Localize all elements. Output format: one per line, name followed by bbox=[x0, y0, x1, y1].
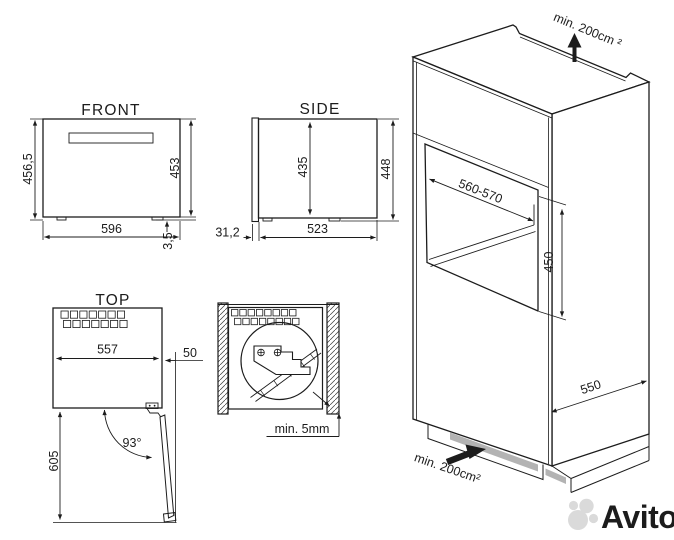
top-door-hinge bbox=[145, 402, 161, 417]
detail-cabinet-wall-right bbox=[326, 302, 340, 415]
cabinet-niche-height-label: 450 bbox=[542, 252, 556, 273]
side-door-thickness-label: 31,2 bbox=[215, 226, 239, 240]
side-view-title: SIDE bbox=[300, 101, 341, 118]
watermark-logo-circle-large bbox=[568, 510, 588, 530]
cabinet-top-vent-label: min. 200cm ² bbox=[551, 10, 623, 51]
detail-cabinet-wall-left bbox=[217, 302, 229, 415]
front-overall-height-label: 456,5 bbox=[21, 153, 35, 184]
top-door-angle-label: 93° bbox=[123, 436, 142, 450]
side-depth-label: 523 bbox=[307, 222, 328, 236]
front-width-label: 596 bbox=[101, 222, 122, 236]
top-view: TOP 557 bbox=[47, 292, 203, 523]
top-vent-grid bbox=[60, 310, 128, 328]
detail-gap-dimension bbox=[266, 414, 340, 437]
top-outline bbox=[52, 307, 163, 409]
cabinet-niche-interior-lines bbox=[428, 204, 536, 267]
side-view: SIDE 435 448 523 31,2 bbox=[215, 101, 399, 241]
cabinet-bottom-airflow-arrow bbox=[445, 444, 486, 466]
watermark-logo-circle-medium bbox=[579, 498, 594, 514]
front-outline bbox=[42, 118, 181, 218]
top-view-title: TOP bbox=[95, 292, 130, 309]
top-reference-lines bbox=[53, 352, 203, 523]
cabinet-bottom-vent-opening bbox=[427, 424, 544, 481]
watermark-logo-circle-small-top bbox=[568, 500, 579, 511]
cabinet-plinth-lines bbox=[551, 434, 650, 493]
corner-detail-view: min. 5mm bbox=[217, 302, 340, 437]
detail-leader-arrow bbox=[312, 391, 330, 407]
front-view-title: FRONT bbox=[81, 102, 140, 119]
cabinet-extension-lines bbox=[538, 196, 567, 321]
side-overall-height-label: 448 bbox=[379, 159, 393, 180]
front-display-slot bbox=[68, 132, 154, 144]
top-dimension-lines bbox=[56, 356, 176, 520]
front-feet-height-label: 3,5 bbox=[161, 232, 175, 249]
cabinet-bottom-vent-strip bbox=[450, 432, 538, 472]
top-open-door bbox=[159, 414, 177, 523]
front-view: FRONT 456,5 453 596 3,5 bbox=[21, 102, 196, 250]
cabinet-dimension-lines bbox=[429, 178, 647, 413]
side-extension-lines bbox=[252, 118, 399, 241]
side-outline bbox=[257, 118, 378, 219]
cabinet-front-inner-lines bbox=[412, 60, 553, 464]
cabinet-view: 560-570 450 550 min. 200cm ² min. 200cm² bbox=[411, 10, 651, 493]
front-dimension-lines bbox=[32, 120, 194, 240]
watermark-brand-text: Avito bbox=[601, 499, 674, 535]
cabinet-right-face bbox=[551, 81, 650, 467]
top-door-open-depth-label: 605 bbox=[47, 451, 61, 472]
front-body-height-label: 453 bbox=[168, 158, 182, 179]
cabinet-top-airflow-arrow bbox=[567, 33, 582, 62]
top-door-clearance-label: 50 bbox=[183, 346, 197, 360]
detail-vent-grid bbox=[231, 309, 300, 326]
watermark: Avito bbox=[568, 498, 674, 535]
front-extension-lines bbox=[30, 118, 196, 240]
watermark-logo-circle-small-right bbox=[588, 513, 599, 524]
detail-gap-label: min. 5mm bbox=[275, 422, 330, 436]
top-body-width-label: 557 bbox=[97, 343, 118, 357]
cabinet-bottom-vent-strip-side bbox=[545, 468, 566, 484]
side-door-panel bbox=[251, 117, 260, 223]
detail-screw-icons bbox=[257, 348, 282, 357]
side-foot-left bbox=[262, 217, 273, 222]
side-foot-right bbox=[328, 217, 341, 222]
cabinet-depth-label: 550 bbox=[579, 377, 603, 397]
front-foot-left bbox=[56, 216, 67, 221]
detail-magnifier-circle bbox=[240, 321, 319, 401]
side-inner-height-label: 435 bbox=[296, 157, 310, 178]
front-foot-right bbox=[151, 216, 164, 221]
side-dimension-lines bbox=[243, 120, 396, 240]
detail-mounting-bracket bbox=[253, 345, 311, 376]
